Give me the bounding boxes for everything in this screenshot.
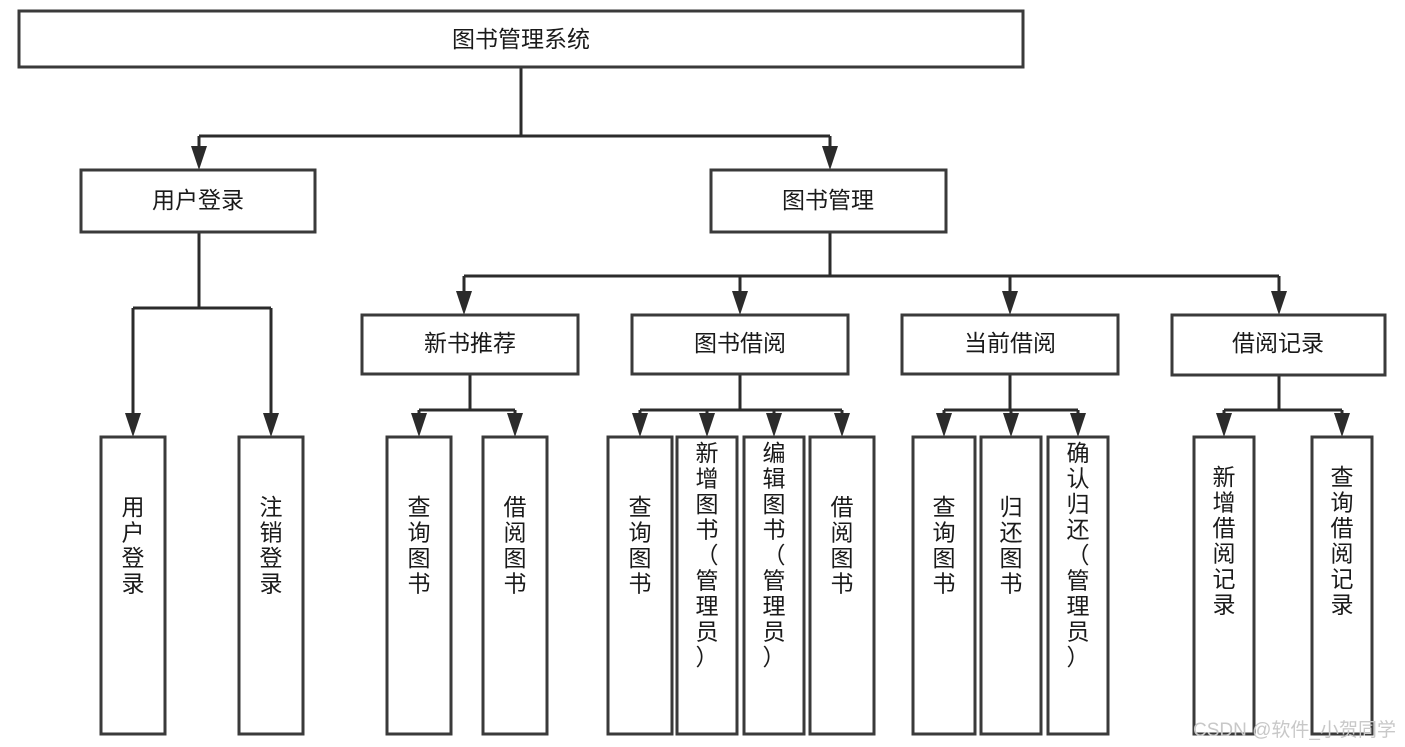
arrow-head-book-borrow xyxy=(732,291,748,315)
leaf-return-book[interactable]: 归还图书 xyxy=(979,435,1043,736)
leaf-query-book-3-label: 查询图书 xyxy=(933,494,956,597)
arrow-head-leaf-logout-login xyxy=(263,413,279,437)
connectors-borrow-record-to-leaves xyxy=(1216,375,1350,437)
leaf-add-book[interactable]: 新增图书（管理员） xyxy=(675,435,739,736)
arrow-head-book-management xyxy=(822,146,838,170)
leaf-confirm-return-box[interactable] xyxy=(1046,435,1110,736)
arrow-head-leaf-query-book-2 xyxy=(632,413,648,437)
leaf-user-login[interactable]: 用户登录 xyxy=(99,435,167,736)
node-borrow-record-label: 借阅记录 xyxy=(1232,330,1324,356)
connectors-user-login-to-leaves xyxy=(125,232,279,437)
node-book-management[interactable]: 图书管理 xyxy=(709,168,948,234)
csdn-watermark: CSDN @软件_小贺同学 xyxy=(1193,719,1396,741)
leaf-borrow-book-1-label: 借阅图书 xyxy=(504,494,527,597)
leaf-borrow-book-1[interactable]: 借阅图书 xyxy=(481,435,549,736)
leaf-edit-book[interactable]: 编辑图书（管理员） xyxy=(742,435,806,736)
leaf-edit-book-box[interactable] xyxy=(742,435,806,736)
leaf-return-book-box[interactable] xyxy=(979,435,1043,736)
node-new-book-recommend-label: 新书推荐 xyxy=(424,330,516,356)
arrow-head-leaf-query-book-1 xyxy=(411,413,427,437)
leaf-user-login-box[interactable] xyxy=(99,435,167,736)
node-current-borrow[interactable]: 当前借阅 xyxy=(900,313,1120,376)
leaf-add-book-box[interactable] xyxy=(675,435,739,736)
leaf-query-book-2-box[interactable] xyxy=(606,435,674,736)
arrow-head-leaf-edit-book xyxy=(766,413,782,437)
arrow-head-borrow-record xyxy=(1271,291,1287,315)
connectors-current-borrow-to-leaves xyxy=(936,374,1086,437)
arrow-head-current-borrow xyxy=(1002,291,1018,315)
arrow-head-leaf-query-record xyxy=(1334,413,1350,437)
node-user-login-label: 用户登录 xyxy=(152,187,244,213)
connectors-book-management-to-level3 xyxy=(456,232,1287,315)
leaf-logout-login-label: 注销登录 xyxy=(260,494,283,597)
arrow-head-leaf-borrow-book-1 xyxy=(507,413,523,437)
node-book-borrow[interactable]: 图书借阅 xyxy=(630,313,850,376)
arrow-head-user-login xyxy=(191,146,207,170)
leaf-add-record-box[interactable] xyxy=(1192,435,1256,736)
arrow-head-leaf-return-book xyxy=(1003,413,1019,437)
connectors-book-borrow-to-leaves xyxy=(632,374,850,437)
node-user-login[interactable]: 用户登录 xyxy=(79,168,317,234)
leaf-query-book-1-box[interactable] xyxy=(385,435,453,736)
leaf-query-record-label: 查询借阅记录 xyxy=(1331,464,1354,618)
leaf-query-book-1[interactable]: 查询图书 xyxy=(385,435,453,736)
leaf-user-login-label: 用户登录 xyxy=(122,494,145,597)
node-current-borrow-label: 当前借阅 xyxy=(964,330,1056,356)
arrow-head-leaf-query-book-3 xyxy=(936,413,952,437)
node-book-borrow-box[interactable] xyxy=(630,313,850,376)
arrow-head-new-book-recommend xyxy=(456,291,472,315)
node-book-borrow-label: 图书借阅 xyxy=(694,330,786,356)
leaf-query-book-1-label: 查询图书 xyxy=(408,494,431,597)
node-book-management-box[interactable] xyxy=(709,168,948,234)
node-new-book-recommend[interactable]: 新书推荐 xyxy=(360,313,580,376)
node-current-borrow-box[interactable] xyxy=(900,313,1120,376)
leaf-query-record[interactable]: 查询借阅记录 xyxy=(1310,435,1374,736)
leaf-borrow-book-2[interactable]: 借阅图书 xyxy=(808,435,876,736)
arrow-head-leaf-add-book xyxy=(699,413,715,437)
leaf-query-record-box[interactable] xyxy=(1310,435,1374,736)
node-new-book-recommend-box[interactable] xyxy=(360,313,580,376)
leaf-confirm-return-label: 确认归还（管理员） xyxy=(1067,440,1090,670)
leaf-logout-login-box[interactable] xyxy=(237,435,305,736)
node-book-management-label: 图书管理 xyxy=(782,187,874,213)
arrow-head-leaf-borrow-book-2 xyxy=(834,413,850,437)
node-root[interactable]: 图书管理系统 xyxy=(17,9,1025,69)
leaf-add-book-label: 新增图书（管理员） xyxy=(696,440,719,670)
leaf-borrow-book-1-box[interactable] xyxy=(481,435,549,736)
leaf-add-record-label: 新增借阅记录 xyxy=(1213,464,1236,618)
leaf-logout-login[interactable]: 注销登录 xyxy=(237,435,305,736)
arrow-head-leaf-user-login xyxy=(125,413,141,437)
node-root-label: 图书管理系统 xyxy=(452,26,590,52)
leaf-query-book-2[interactable]: 查询图书 xyxy=(606,435,674,736)
leaf-confirm-return[interactable]: 确认归还（管理员） xyxy=(1046,435,1110,736)
leaf-borrow-book-2-label: 借阅图书 xyxy=(831,494,854,597)
arrow-head-leaf-confirm-return xyxy=(1070,413,1086,437)
node-root-box[interactable] xyxy=(17,9,1025,69)
node-borrow-record-box[interactable] xyxy=(1170,313,1387,377)
leaf-query-book-3-box[interactable] xyxy=(911,435,977,736)
leaf-borrow-book-2-box[interactable] xyxy=(808,435,876,736)
node-user-login-box[interactable] xyxy=(79,168,317,234)
leaf-edit-book-label: 编辑图书（管理员） xyxy=(763,440,786,670)
connectors-new-book-recommend-to-leaves xyxy=(411,374,523,437)
leaf-query-book-3[interactable]: 查询图书 xyxy=(911,435,977,736)
leaf-return-book-label: 归还图书 xyxy=(1000,494,1023,597)
connectors-root-to-level2 xyxy=(191,67,838,170)
leaf-query-book-2-label: 查询图书 xyxy=(629,494,652,597)
leaf-add-record[interactable]: 新增借阅记录 xyxy=(1192,435,1256,736)
arrow-head-leaf-add-record xyxy=(1216,413,1232,437)
node-borrow-record[interactable]: 借阅记录 xyxy=(1170,313,1387,377)
